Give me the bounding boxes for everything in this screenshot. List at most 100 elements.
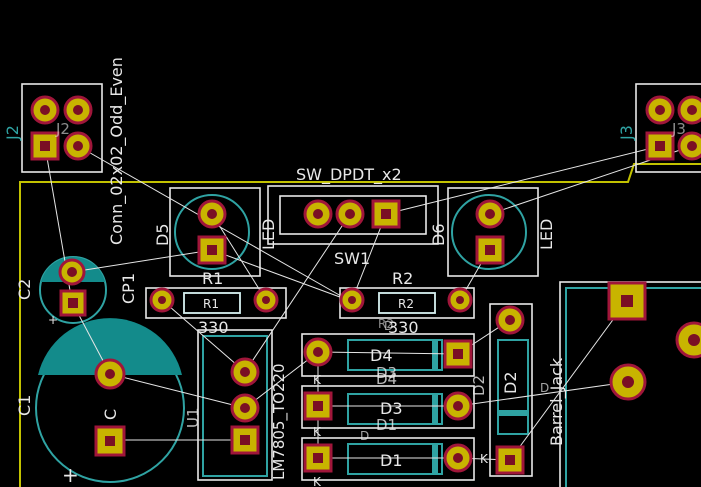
j1-pad-1[interactable] bbox=[607, 281, 647, 321]
d1-k-label: K bbox=[313, 475, 322, 487]
d5-fab-outline bbox=[174, 194, 250, 270]
c2-value-label: CP1 bbox=[119, 273, 138, 304]
u1-fab-outline bbox=[202, 335, 268, 477]
silk-text: Conn_02x02_Odd_Even J2 J2 J3 J3 SW_DPDT_… bbox=[3, 57, 686, 487]
c2-fab-outline bbox=[39, 256, 107, 324]
j2-pad-2[interactable] bbox=[63, 131, 93, 161]
d5-value-label: LED bbox=[259, 219, 278, 250]
d2-ref-label: D2 bbox=[501, 372, 520, 395]
r1-pad-2[interactable] bbox=[253, 287, 279, 313]
r2-value-fab-label: R2 bbox=[378, 317, 394, 331]
d5-pad-1[interactable] bbox=[197, 235, 227, 265]
sw1-pad-3[interactable] bbox=[371, 199, 401, 229]
sw1-ref-label: SW1 bbox=[334, 249, 370, 268]
sw1-silk-inner bbox=[279, 195, 427, 235]
d2-fab-outline bbox=[497, 339, 529, 435]
j3-pad-3[interactable] bbox=[645, 95, 675, 125]
d4-pad-k[interactable] bbox=[303, 337, 333, 367]
r2-value-label: 330 bbox=[388, 318, 419, 337]
c2-ref-label: C2 bbox=[15, 279, 34, 300]
c2-pad-2[interactable] bbox=[58, 258, 86, 286]
sw1-value-label: SW_DPDT_x2 bbox=[296, 165, 402, 185]
r2-pad-1[interactable] bbox=[339, 287, 365, 313]
d6-ref-label: D6 bbox=[429, 224, 448, 247]
r2-pad-2[interactable] bbox=[447, 287, 473, 313]
d3-k-label: K bbox=[313, 425, 322, 439]
d5-pad-2[interactable] bbox=[197, 199, 227, 229]
j1-pad-2[interactable] bbox=[609, 363, 647, 401]
d4-silk-outline bbox=[301, 333, 475, 377]
c1-pad-1[interactable] bbox=[94, 425, 126, 457]
u1-pad-2[interactable] bbox=[230, 393, 260, 423]
d3-pad-a[interactable] bbox=[443, 391, 473, 421]
c1-pad-2[interactable] bbox=[94, 358, 126, 390]
d1-ref-label: D1 bbox=[380, 451, 403, 470]
board-edge bbox=[19, 163, 701, 487]
u1-pad-3[interactable] bbox=[230, 357, 260, 387]
c2-pad-1[interactable] bbox=[59, 289, 87, 317]
d1-band bbox=[432, 444, 438, 474]
r1-pad-1[interactable] bbox=[149, 287, 175, 313]
j2-ref-fab-label: J2 bbox=[55, 120, 70, 138]
d2-pad-a[interactable] bbox=[495, 305, 525, 335]
d4-ref-fab-label: D4 bbox=[376, 370, 397, 388]
j3-pad-4[interactable] bbox=[677, 95, 701, 125]
d3-band bbox=[432, 394, 438, 424]
d4-k-label: K bbox=[313, 373, 322, 387]
r1-silk-outline bbox=[145, 287, 287, 319]
j3-silk-outline bbox=[635, 83, 701, 173]
j3-pad-2[interactable] bbox=[677, 131, 701, 161]
d1-fab-outline bbox=[347, 443, 443, 475]
d3-ref-label: D3 bbox=[380, 399, 403, 418]
d2-ref-fab-label: D2 bbox=[470, 375, 488, 396]
d2-pad-k[interactable] bbox=[495, 445, 525, 475]
c1-plus-label: + bbox=[62, 463, 79, 487]
j3-ref-label: J3 bbox=[617, 125, 636, 141]
d6-fab-outline bbox=[451, 194, 527, 270]
d2-d-label: D bbox=[540, 381, 549, 395]
d1-pad-k[interactable] bbox=[303, 443, 333, 473]
d4-pad-a[interactable] bbox=[443, 339, 473, 369]
r1-ref-label: R1 bbox=[202, 269, 223, 288]
d3-pad-k[interactable] bbox=[303, 391, 333, 421]
c1-ref-label: C1 bbox=[15, 395, 34, 416]
r1-body-silk bbox=[183, 292, 241, 314]
j2-silk-outline bbox=[21, 83, 103, 173]
d4-ref-label: D4 bbox=[370, 346, 393, 365]
r2-ref-label: R2 bbox=[392, 269, 413, 288]
d5-silk-outline bbox=[169, 187, 261, 277]
r2-body-silk bbox=[378, 292, 436, 314]
j1-pad-3[interactable] bbox=[675, 321, 701, 359]
d5-ref-label: D5 bbox=[153, 224, 172, 247]
d3-silk-outline bbox=[301, 385, 475, 429]
j3-pad-1[interactable] bbox=[645, 131, 675, 161]
d3-d-label: D bbox=[360, 429, 369, 443]
u1-silk-outline bbox=[197, 329, 273, 481]
d6-silk-outline bbox=[447, 187, 539, 277]
pads-layer bbox=[30, 95, 701, 475]
d4-fab-outline bbox=[347, 339, 443, 371]
c2-plus-label: + bbox=[48, 313, 58, 327]
sw1-pad-2[interactable] bbox=[335, 199, 365, 229]
j2-pad-1[interactable] bbox=[30, 131, 60, 161]
j2-value-label: Conn_02x02_Odd_Even bbox=[107, 57, 127, 245]
r2-ref-fab-label: R2 bbox=[398, 297, 414, 311]
c1-fill bbox=[38, 318, 182, 375]
d6-pad-1[interactable] bbox=[475, 235, 505, 265]
j2-pad-3[interactable] bbox=[30, 95, 60, 125]
d6-pad-2[interactable] bbox=[475, 199, 505, 229]
sw1-pad-1[interactable] bbox=[303, 199, 333, 229]
u1-ref-label: U1 bbox=[184, 407, 202, 428]
j3-ref-fab-label: J3 bbox=[671, 120, 686, 138]
r1-ref-fab-label: R1 bbox=[203, 297, 219, 311]
d1-pad-a[interactable] bbox=[443, 443, 473, 473]
c1-value-label: C bbox=[101, 409, 120, 420]
j2-pad-4[interactable] bbox=[63, 95, 93, 125]
sw1-silk-outline bbox=[267, 185, 439, 245]
u1-pad-1[interactable] bbox=[230, 425, 260, 455]
d4-d-label: D bbox=[384, 319, 393, 333]
d2-k-label: K bbox=[480, 452, 489, 466]
j2-ref-label: J2 bbox=[3, 125, 22, 141]
d1-ref-fab-label: D1 bbox=[376, 416, 397, 434]
